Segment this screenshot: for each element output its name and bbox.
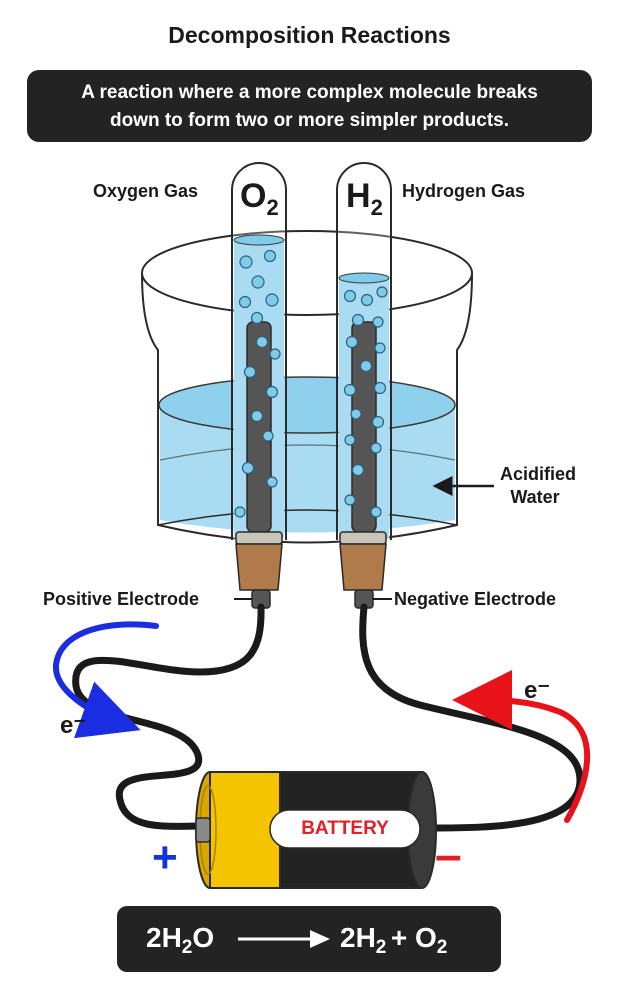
product2-sub: 2 — [436, 937, 448, 958]
right-electrode — [351, 321, 377, 533]
electron-flow-arrow-right — [452, 670, 591, 823]
negative-electrode-label: Negative Electrode — [394, 589, 557, 609]
definition-line-2: down to form two or more simpler product… — [109, 110, 510, 131]
negative-wire — [359, 603, 584, 832]
hydrogen-formula: H2 — [346, 177, 383, 220]
definition-box — [27, 70, 592, 142]
right-cork — [339, 531, 387, 609]
reactant-sub: 2 — [181, 937, 193, 958]
beaker-band — [159, 444, 456, 461]
hydrogen-bubbles — [343, 286, 388, 518]
positive-terminal-sign: + — [152, 833, 178, 882]
beaker-wall — [141, 272, 473, 544]
left-electrode — [246, 321, 272, 533]
oxygen-bubbles — [234, 249, 281, 518]
reaction-arrow — [238, 930, 330, 948]
oxygen-subscript: 2 — [266, 195, 279, 220]
oxygen-symbol: O — [240, 177, 267, 215]
product2: + O — [390, 922, 437, 953]
oxygen-formula: O2 — [240, 177, 279, 220]
oxygen-gas-label: Oxygen Gas — [93, 181, 199, 201]
chemical-equation: 2H2O — [146, 922, 215, 958]
left-cork — [235, 531, 283, 609]
battery — [195, 771, 437, 889]
acidified-water-label-line-2: Water — [510, 487, 560, 507]
reactant-coef: 2H — [146, 922, 182, 953]
water-surface — [158, 376, 456, 434]
reactant-end: O — [192, 922, 215, 953]
acidified-water-label-line-1: Acidified — [500, 464, 577, 484]
page-title: Decomposition Reactions — [168, 22, 451, 48]
definition-line-1: A reaction where a more complex molecule… — [81, 82, 538, 103]
hydrogen-subscript: 2 — [370, 195, 383, 220]
beaker-rim — [141, 230, 473, 316]
positive-electrode-label: Positive Electrode — [43, 589, 200, 609]
hydrogen-gas-label: Hydrogen Gas — [402, 181, 526, 201]
negative-terminal-sign: – — [435, 829, 462, 882]
electron-flow-arrow-left — [53, 621, 159, 739]
hydrogen-symbol: H — [346, 177, 371, 215]
product1-sub: 2 — [375, 937, 387, 958]
products: 2H2 + O2 — [340, 922, 447, 958]
battery-label: BATTERY — [301, 818, 389, 839]
electron-label-right: e⁻ — [524, 677, 551, 704]
product1-coef: 2H — [340, 922, 376, 953]
electron-label-left: e⁻ — [60, 712, 87, 739]
beaker-bottom — [157, 509, 458, 526]
